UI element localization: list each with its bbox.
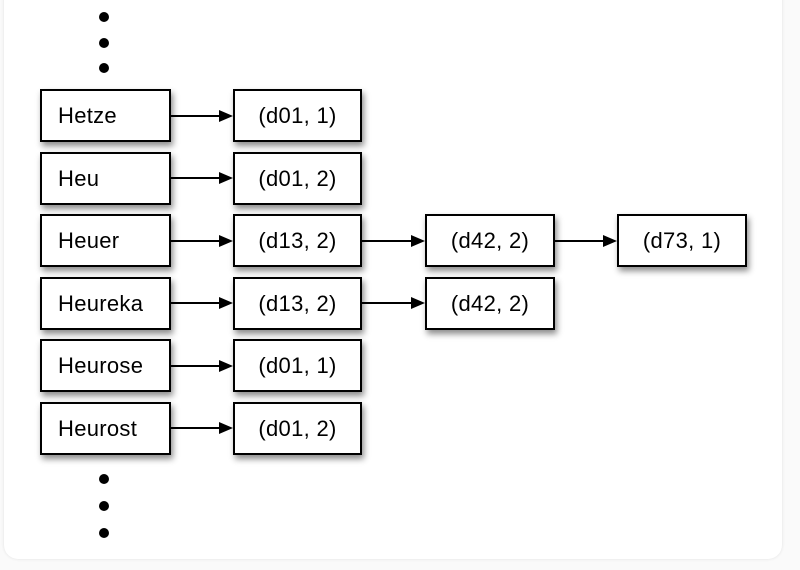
arrow-right-icon bbox=[362, 235, 425, 247]
term-box: Heureka bbox=[40, 277, 171, 330]
posting-box: (d13, 2) bbox=[233, 277, 362, 330]
arrow-right-icon bbox=[171, 235, 233, 247]
arrowhead-icon bbox=[411, 297, 425, 309]
arrow-shaft bbox=[171, 240, 222, 242]
arrow-shaft bbox=[362, 240, 414, 242]
arrow-shaft bbox=[171, 427, 222, 429]
arrow-shaft bbox=[555, 240, 606, 242]
arrowhead-icon bbox=[603, 235, 617, 247]
arrow-right-icon bbox=[362, 297, 425, 309]
term-box: Hetze bbox=[40, 89, 171, 142]
term-box: Heurose bbox=[40, 339, 171, 392]
posting-label: (d42, 2) bbox=[450, 227, 530, 253]
posting-box: (d01, 1) bbox=[233, 339, 362, 392]
arrow-shaft bbox=[171, 302, 222, 304]
arrow-right-icon bbox=[171, 297, 233, 309]
ellipsis-top-dot bbox=[99, 63, 109, 73]
ellipsis-top-dot bbox=[99, 12, 109, 22]
arrow-right-icon bbox=[171, 110, 233, 122]
arrow-shaft bbox=[171, 365, 222, 367]
term-box: Heu bbox=[40, 152, 171, 205]
arrow-right-icon bbox=[171, 360, 233, 372]
arrow-shaft bbox=[362, 302, 414, 304]
arrowhead-icon bbox=[219, 360, 233, 372]
term-box: Heurost bbox=[40, 402, 171, 455]
arrowhead-icon bbox=[219, 235, 233, 247]
posting-box: (d73, 1) bbox=[617, 214, 747, 267]
posting-label: (d13, 2) bbox=[258, 290, 337, 316]
posting-box: (d42, 2) bbox=[425, 277, 555, 330]
term-label: Heurost bbox=[58, 415, 138, 441]
posting-label: (d42, 2) bbox=[450, 290, 530, 316]
ellipsis-bottom-dot bbox=[99, 474, 109, 484]
arrowhead-icon bbox=[411, 235, 425, 247]
posting-box: (d01, 2) bbox=[233, 152, 362, 205]
posting-box: (d01, 1) bbox=[233, 89, 362, 142]
ellipsis-bottom-dot bbox=[99, 528, 109, 538]
arrow-shaft bbox=[171, 115, 222, 117]
posting-label: (d01, 2) bbox=[258, 165, 337, 191]
arrowhead-icon bbox=[219, 297, 233, 309]
posting-label: (d01, 2) bbox=[258, 415, 337, 441]
arrow-right-icon bbox=[171, 172, 233, 184]
arrow-right-icon bbox=[555, 235, 617, 247]
posting-label: (d73, 1) bbox=[642, 227, 722, 253]
ellipsis-top-dot bbox=[99, 38, 109, 48]
arrow-right-icon bbox=[171, 422, 233, 434]
posting-box: (d01, 2) bbox=[233, 402, 362, 455]
posting-label: (d01, 1) bbox=[258, 102, 337, 128]
posting-label: (d01, 1) bbox=[258, 352, 337, 378]
ellipsis-bottom-dot bbox=[99, 501, 109, 511]
term-label: Hetze bbox=[58, 102, 117, 128]
term-label: Heu bbox=[58, 165, 100, 191]
arrowhead-icon bbox=[219, 172, 233, 184]
term-label: Heureka bbox=[58, 290, 144, 316]
arrowhead-icon bbox=[219, 110, 233, 122]
posting-box: (d42, 2) bbox=[425, 214, 555, 267]
term-label: Heurose bbox=[58, 352, 144, 378]
arrow-shaft bbox=[171, 177, 222, 179]
arrowhead-icon bbox=[219, 422, 233, 434]
term-label: Heuer bbox=[58, 227, 120, 253]
posting-label: (d13, 2) bbox=[258, 227, 337, 253]
term-box: Heuer bbox=[40, 214, 171, 267]
posting-box: (d13, 2) bbox=[233, 214, 362, 267]
